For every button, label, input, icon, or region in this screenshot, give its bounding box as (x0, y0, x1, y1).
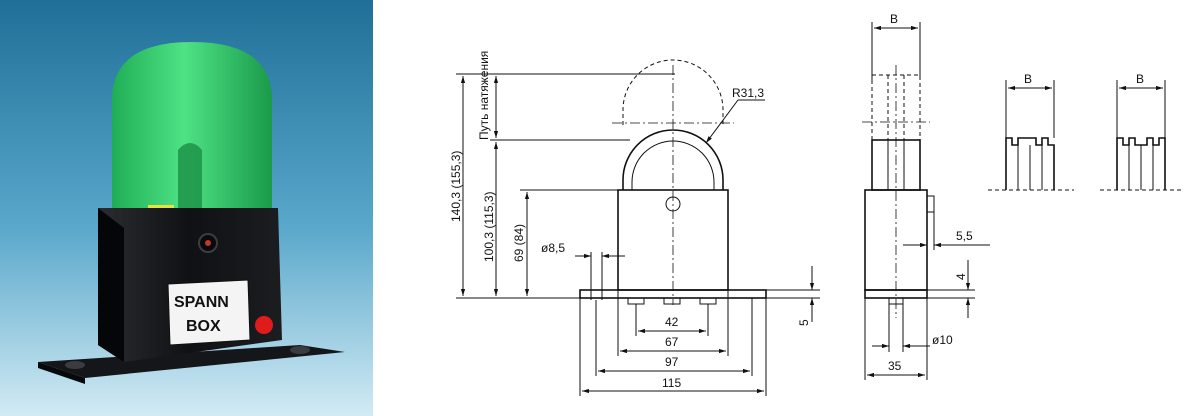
spannbox-logo (167, 279, 251, 346)
dim-total-height: 140,3 (155,3) (449, 151, 463, 222)
extended-roller-outline (622, 59, 724, 125)
logo-text-spann: SPANN (174, 294, 229, 311)
green-tension-cap (112, 42, 272, 215)
dim-5-5: 5,5 (956, 229, 973, 243)
dim-35: 35 (888, 359, 902, 373)
variant-2-width: B (1136, 72, 1144, 86)
dim-hole-diameter: ø8,5 (541, 241, 565, 255)
base-plate (38, 345, 345, 378)
roller-outline (622, 129, 724, 190)
dim-115: 115 (662, 376, 681, 390)
dim-body-height: 69 (84) (512, 224, 526, 262)
dim-travel-label: Путь натяжения (477, 51, 491, 140)
dim-42: 42 (665, 315, 679, 329)
technical-drawing: 140,3 (155,3) Путь натяжения 100,3 (115,… (449, 12, 1182, 396)
product-photo: SPANN BOX (0, 0, 373, 416)
screw-hole (665, 196, 681, 212)
mounting-hole (65, 361, 85, 369)
dim-67: 67 (665, 335, 679, 349)
roller-variant-2: B (1100, 72, 1182, 191)
dim-radius: R31,3 (732, 86, 764, 100)
variant-1-width: B (1024, 72, 1032, 86)
dim-side-width: B (890, 12, 898, 26)
dim-base-thickness: 5 (797, 319, 811, 326)
roller-variant-1: B (988, 72, 1074, 191)
dim-pin-diameter: ø10 (932, 333, 953, 347)
dim-roller-height: 100,3 (115,3) (482, 192, 496, 263)
logo-text-box: BOX (186, 318, 221, 335)
red-indicator-dot (255, 316, 273, 334)
front-view: 140,3 (155,3) Путь натяжения 100,3 (115,… (449, 51, 820, 396)
dim-4: 4 (954, 273, 968, 280)
mounting-hole (290, 346, 310, 354)
side-view: B 5,5 4 ø10 35 (862, 12, 990, 380)
dim-97: 97 (665, 355, 679, 369)
